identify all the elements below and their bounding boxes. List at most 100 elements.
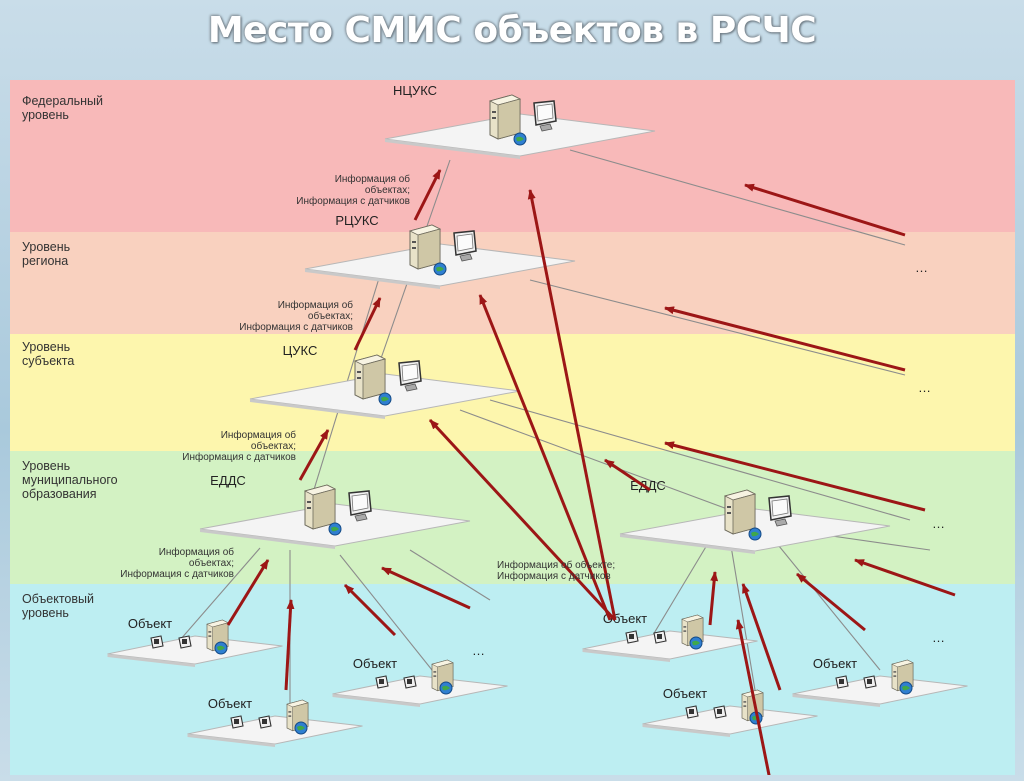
object-5-globe-icon xyxy=(899,681,913,695)
link-eddsr-obj4 xyxy=(649,539,711,641)
arrow-far-rcuks xyxy=(664,306,906,372)
object-5-label: Объект xyxy=(813,656,857,671)
station-ncuks xyxy=(384,94,656,159)
link-eddsr-obj6 xyxy=(729,539,761,721)
arrow-obj6b-eddsr xyxy=(735,619,771,775)
object-5-plate-edge xyxy=(792,694,880,707)
info-ncuks-line2: объектах; xyxy=(365,184,410,196)
object-4 xyxy=(582,614,758,662)
object-2-plate-edge xyxy=(332,694,420,707)
object-1-globe-icon xyxy=(214,641,228,655)
arrow-dots-edds xyxy=(381,566,471,610)
object-3 xyxy=(187,699,363,747)
station-cuks-globe-icon xyxy=(378,392,392,406)
station-edds-left xyxy=(199,484,471,549)
ellipsis-3: … xyxy=(932,516,945,531)
rscs-diagram: Федеральный уровень Уровень региона Уров… xyxy=(10,80,1015,775)
info-rcuks-line1: Информация об xyxy=(278,299,354,311)
arrow-rcuks-ncuks xyxy=(413,169,442,221)
arrow-obj4-rcuks xyxy=(478,294,612,621)
station-edds-left-plate-edge xyxy=(200,529,335,549)
station-cuks xyxy=(249,354,521,419)
object-1-camera-icon-1 xyxy=(150,635,164,649)
link-cuks-edds-right xyxy=(459,409,731,511)
info-edds-line2: объектах; xyxy=(189,557,234,569)
info-cuks-line3: Информация с датчиков xyxy=(182,451,296,463)
info-object-line2: Информация с датчиков xyxy=(497,570,611,582)
station-edds-right-plate-edge xyxy=(620,534,755,554)
station-cuks-plate-edge xyxy=(250,399,385,419)
object-2 xyxy=(332,659,508,707)
station-edds-right-globe-icon xyxy=(748,527,762,541)
object-6-plate-edge xyxy=(642,724,730,737)
object-1 xyxy=(107,619,283,667)
object-6 xyxy=(642,689,818,737)
info-ncuks-line3: Информация с датчиков xyxy=(296,195,410,207)
object-3-camera-icon-2 xyxy=(258,715,272,729)
arrow-obj2-edds xyxy=(343,583,397,637)
station-edds-right-server-icon xyxy=(724,489,756,535)
station-ncuks-plate-edge xyxy=(385,139,520,159)
level-label-subject: Уровень субъекта xyxy=(22,340,75,368)
level-label-object: Объектовый уровень xyxy=(22,592,94,620)
arrow-obj3-edds xyxy=(284,599,295,691)
arrow-far-ncuks xyxy=(744,183,906,237)
ellipsis-4: … xyxy=(932,630,945,645)
object-3-label: Объект xyxy=(208,696,252,711)
info-cuks-line2: объектах; xyxy=(251,440,296,452)
station-rcuks-server-icon xyxy=(409,224,441,270)
arrow-obj4-eddsr xyxy=(708,571,719,626)
station-edds-left-globe-icon xyxy=(328,522,342,536)
station-ncuks-label: НЦУКС xyxy=(393,83,437,98)
object-3-plate-edge xyxy=(187,734,275,747)
object-1-plate-edge xyxy=(107,654,195,667)
object-4-camera-icon-2 xyxy=(653,630,667,644)
link-eddsr-obj5 xyxy=(769,534,881,671)
object-4-plate-edge xyxy=(582,649,670,662)
arrow-edds-cuks xyxy=(298,429,330,481)
level-label-federal: Федеральный уровень xyxy=(22,94,104,122)
object-5 xyxy=(792,659,968,707)
link-cuks-far-1 xyxy=(489,399,911,521)
arrow-far-cuks xyxy=(664,441,926,512)
band-region: Уровень региона xyxy=(10,232,1015,334)
object-3-camera-icon-1 xyxy=(230,715,244,729)
object-4-camera-icon-1 xyxy=(625,630,639,644)
ellipsis-2: … xyxy=(918,380,931,395)
station-rcuks-globe-icon xyxy=(433,262,447,276)
object-6-camera-icon-2 xyxy=(713,705,727,719)
object-3-globe-icon xyxy=(294,721,308,735)
object-2-globe-icon xyxy=(439,681,453,695)
link-edds-obj1 xyxy=(179,547,261,641)
arrow-obj4-cuks xyxy=(428,418,617,622)
station-edds-right xyxy=(619,489,891,554)
arrow-cuks-rcuks xyxy=(353,297,382,351)
object-2-camera-icon-1 xyxy=(375,675,389,689)
station-cuks-server-icon xyxy=(354,354,386,400)
info-ncuks-line1: Информация об xyxy=(335,173,411,185)
level-label-region: Уровень региона xyxy=(22,240,71,268)
object-2-camera-icon-2 xyxy=(403,675,417,689)
info-edds-line3: Информация с датчиков xyxy=(120,568,234,580)
station-rcuks-label: РЦУКС xyxy=(335,213,378,228)
object-1-label: Объект xyxy=(128,616,172,631)
station-ncuks-server-icon xyxy=(489,94,521,140)
arrow-obj4-ncuks xyxy=(527,189,617,621)
arrow-far-eddsr xyxy=(854,558,956,597)
info-cuks-line1: Информация об xyxy=(221,429,297,441)
info-rcuks-line3: Информация с датчиков xyxy=(239,321,353,333)
object-2-label: Объект xyxy=(353,656,397,671)
station-edds-left-label: ЕДДС xyxy=(210,473,246,488)
page-title: Место СМИС объектов в РСЧС xyxy=(207,10,817,51)
info-object-line1: Информация об объекте; xyxy=(497,559,615,571)
arrow-obj5-eddsr xyxy=(796,572,866,632)
object-4-globe-icon xyxy=(689,636,703,650)
station-rcuks-plate-edge xyxy=(305,269,440,289)
ellipsis-5: … xyxy=(472,643,485,658)
station-rcuks xyxy=(304,224,576,289)
object-5-camera-icon-1 xyxy=(835,675,849,689)
link-ncuks-far xyxy=(569,149,906,246)
info-edds-line1: Информация об xyxy=(159,546,235,558)
link-edds-obj2 xyxy=(339,554,441,681)
